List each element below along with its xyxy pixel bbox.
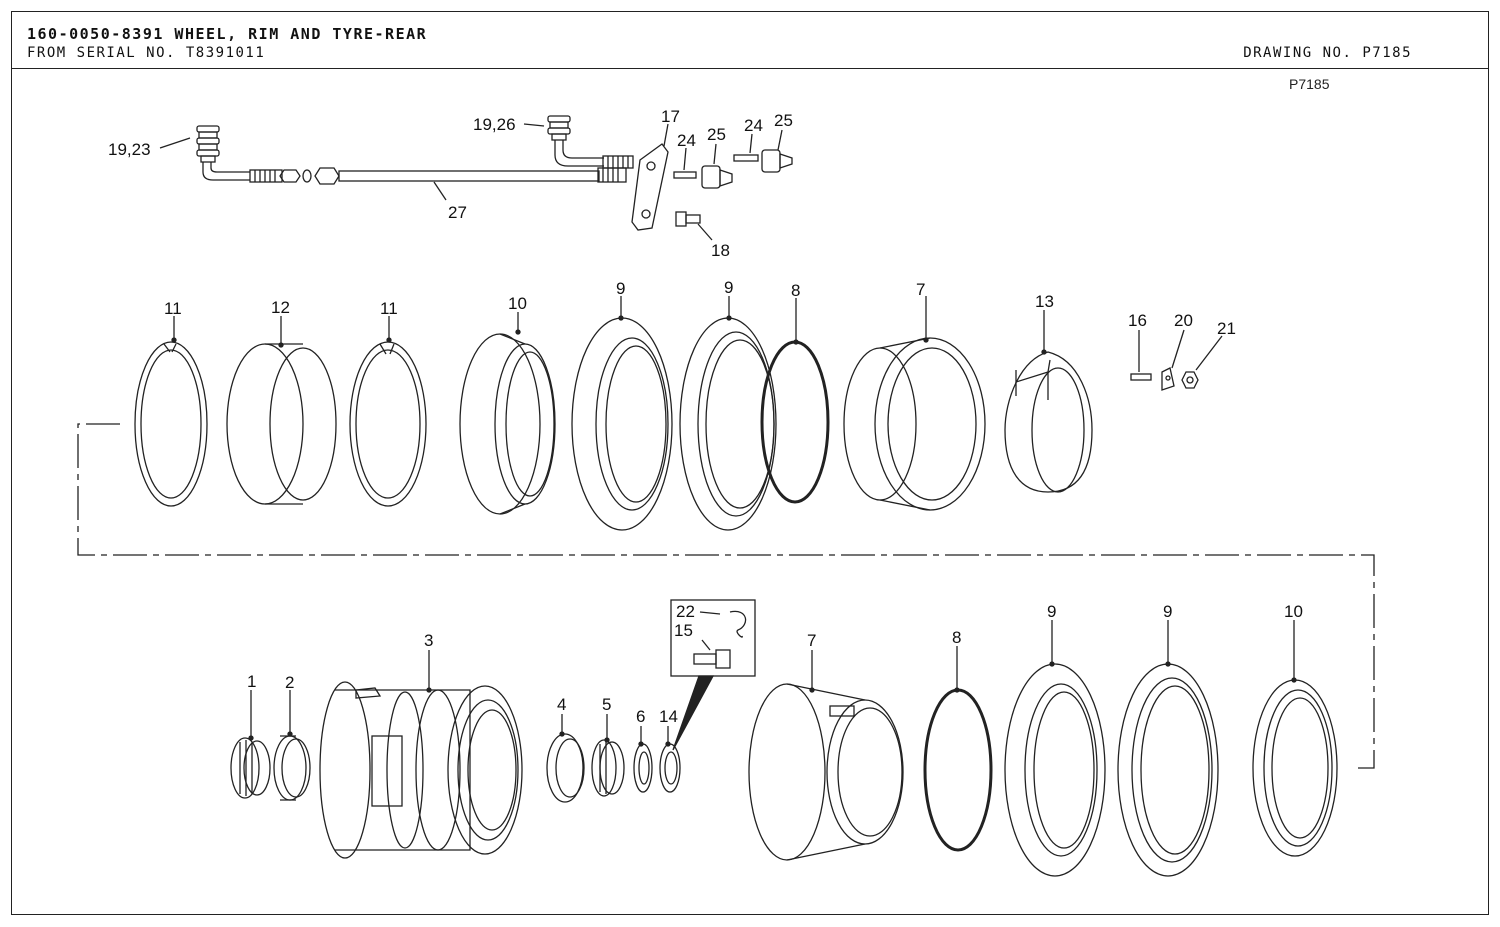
drawing-number: DRAWING NO. P7185 — [1243, 45, 1412, 61]
callout-21: 21 — [1217, 319, 1236, 338]
bearing-cup-2 — [273, 735, 311, 801]
callout-27: 27 — [448, 203, 467, 222]
spacer-ring-12 — [226, 343, 337, 505]
callout-3: 3 — [424, 631, 433, 650]
callout-12: 12 — [271, 298, 290, 317]
callout-5: 5 — [602, 695, 611, 714]
callout-1: 1 — [247, 672, 256, 691]
callout-9-top-a: 9 — [616, 279, 625, 298]
callout-11-b: 11 — [380, 299, 398, 318]
leader-lines-bottom-row — [248, 620, 1297, 747]
side-ring-9-top-a — [571, 317, 673, 531]
callout-9-bottom-b: 9 — [1163, 602, 1172, 621]
callout-9-bottom-a: 9 — [1047, 602, 1056, 621]
callout-10-bottom: 10 — [1284, 602, 1303, 621]
retaining-band-13 — [1004, 351, 1093, 493]
callout-8-bottom: 8 — [952, 628, 961, 647]
callouts: 19,23 19,26 17 24 25 24 25 27 18 11 12 1… — [108, 107, 1303, 726]
callout-13: 13 — [1035, 292, 1054, 311]
bead-seat-10-bottom — [1252, 679, 1338, 857]
callout-24-a: 24 — [677, 131, 696, 150]
bearing-cup-4 — [546, 733, 585, 803]
grease-fitting-19-26 — [547, 115, 634, 169]
callout-17: 17 — [661, 107, 680, 126]
continuation-dash-line — [77, 423, 1375, 769]
rim-base-7-bottom — [748, 683, 904, 861]
drawing-frame — [11, 11, 1489, 915]
locking-washer-6 — [633, 743, 653, 793]
mounting-bracket-17 — [631, 143, 669, 231]
callout-19-23: 19,23 — [108, 140, 151, 159]
bearing-cone-5 — [591, 739, 625, 797]
grease-nipple-25-b — [761, 149, 793, 173]
callout-24-b: 24 — [744, 116, 763, 135]
rim-base-7-top — [843, 337, 986, 511]
callout-25-b: 25 — [774, 111, 793, 130]
bead-seat-10-top — [459, 333, 556, 515]
nut-21 — [1181, 371, 1199, 389]
callout-20: 20 — [1174, 311, 1193, 330]
leader-lines-top — [159, 123, 783, 241]
side-ring-9-bottom-a — [1004, 663, 1106, 877]
page-title: 160-0050-8391 WHEEL, RIM AND TYRE-REAR — [27, 25, 428, 43]
clamp-20 — [1161, 367, 1175, 391]
callout-7-bottom: 7 — [807, 631, 816, 650]
callout-2: 2 — [285, 673, 294, 692]
callout-18: 18 — [711, 241, 730, 260]
serial-number: FROM SERIAL NO. T8391011 — [27, 45, 266, 61]
grease-nipple-25-a — [701, 165, 733, 189]
lock-ring-11-a — [134, 341, 208, 507]
callout-10-top: 10 — [508, 294, 527, 313]
lock-ring-11-b — [349, 341, 427, 507]
side-ring-9-bottom-b — [1117, 663, 1219, 877]
callout-15: 15 — [674, 621, 693, 640]
callout-4: 4 — [557, 695, 566, 714]
callout-7-top: 7 — [916, 280, 925, 299]
stud-16 — [1130, 373, 1152, 381]
callout-9-top-b: 9 — [724, 278, 733, 297]
drawing-reference: P7185 — [1289, 76, 1330, 92]
callout-19-26: 19,26 — [473, 115, 516, 134]
callout-8-top: 8 — [791, 281, 800, 300]
bearing-cone-1 — [230, 737, 271, 799]
grease-nipple-24-b — [733, 154, 759, 162]
grease-nipple-24-a — [673, 171, 697, 179]
bolt-18 — [675, 211, 701, 227]
o-ring-8-bottom — [923, 688, 993, 852]
header-divider — [11, 68, 1489, 69]
side-ring-9-top-b — [679, 317, 777, 531]
adjusting-nut-14 — [659, 743, 681, 793]
o-ring-8-top — [760, 340, 830, 504]
detail-box-15-22 — [670, 599, 756, 751]
wheel-hub-3 — [319, 681, 523, 859]
leader-lines-top-row — [171, 296, 1223, 372]
callout-11-a: 11 — [164, 299, 182, 318]
callout-25-a: 25 — [707, 125, 726, 144]
callout-6: 6 — [636, 707, 645, 726]
callout-22: 22 — [676, 602, 695, 621]
grease-fitting-19-23 — [196, 125, 250, 181]
callout-16: 16 — [1128, 311, 1147, 330]
callout-14: 14 — [659, 707, 678, 726]
grease-pipe-27 — [249, 167, 627, 185]
